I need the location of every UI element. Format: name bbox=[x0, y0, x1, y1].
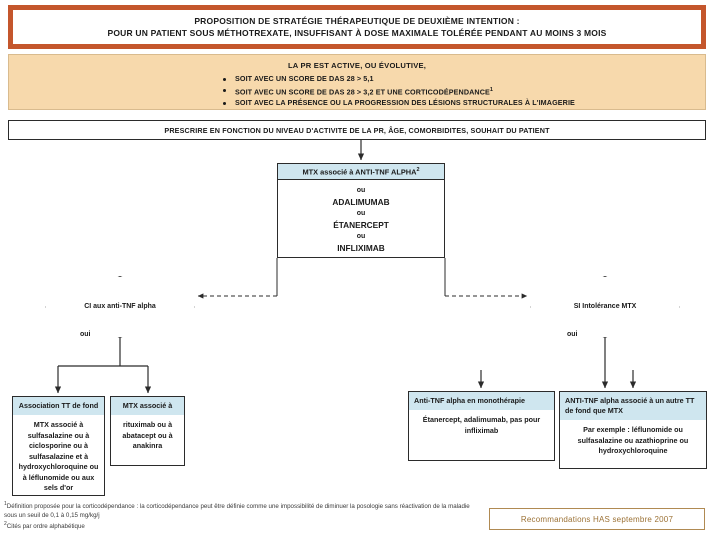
condition-bullet-list: SOIT AVEC UN SCORE DE DAS 28 > 5,1 SOIT … bbox=[9, 73, 705, 109]
header-title: PROPOSITION DE STRATÉGIE THÉRAPEUTIQUE D… bbox=[101, 15, 612, 39]
condition-bullet-2-superscript: 1 bbox=[489, 86, 494, 93]
edge-label-oui-left: oui bbox=[80, 331, 91, 338]
outcome-body-anti-tnf-monotherapie: Étanercept, adalimumab, pas pour inflixi… bbox=[422, 415, 541, 435]
condition-bullet-1: SOIT AVEC UN SCORE DE DAS 28 > 5,1 bbox=[221, 73, 705, 85]
footnotes: 1Définition proposée pour la corticodépe… bbox=[4, 500, 484, 531]
central-connector-ou-1: ou bbox=[356, 187, 366, 195]
outcome-box-association-tt-de-fond: Association TT de fond MTX associé à sul… bbox=[12, 396, 105, 496]
footnote-2-text: Cités par ordre alphabétique bbox=[6, 523, 85, 531]
outcome-body-mtx-rituximab: rituximab ou à abatacept ou à anakinra bbox=[122, 420, 173, 450]
central-treatment-header-superscript: 2 bbox=[416, 167, 420, 173]
condition-bullet-3-text: SOIT AVEC LA PRÉSENCE OU LA PROGRESSION … bbox=[235, 98, 575, 108]
outcome-header-anti-tnf-autre-tt: ANTI-TNF alpha associé à un autre TT de … bbox=[560, 392, 706, 420]
prescribe-bar: PRESCRIRE EN FONCTION DU NIVEAU D'ACTIVI… bbox=[8, 120, 706, 140]
central-treatment-body: ou ADALIMUMAB ou ÉTANERCEPT ou INFLIXIMA… bbox=[278, 180, 444, 254]
outcome-body-association-tt-de-fond: MTX associé à sulfasalazine ou à ciclosp… bbox=[18, 420, 99, 492]
footnote-2: 2Cités par ordre alphabétique bbox=[4, 520, 484, 531]
outcome-header-mtx-rituximab: MTX associé à bbox=[111, 397, 184, 415]
decision-intolerance-mtx: SI Intolérance MTX bbox=[530, 276, 680, 338]
edge-label-oui-right: oui bbox=[567, 331, 578, 338]
outcome-box-mtx-rituximab: MTX associé à rituximab ou à abatacept o… bbox=[110, 396, 185, 466]
central-connector-ou-2: ou bbox=[356, 210, 366, 218]
source-text: Recommandations HAS septembre 2007 bbox=[520, 514, 674, 524]
drug-etanercept: ÉTANERCEPT bbox=[333, 220, 389, 231]
central-treatment-box: MTX associé à ANTI-TNF ALPHA2 ou ADALIMU… bbox=[277, 163, 445, 258]
source-box: Recommandations HAS septembre 2007 bbox=[489, 508, 705, 530]
footnote-2-superscript: 2 bbox=[4, 521, 7, 528]
condition-bullet-2: SOIT AVEC UN SCORE DE DAS 28 > 3,2 ET UN… bbox=[221, 85, 705, 98]
header-banner: PROPOSITION DE STRATÉGIE THÉRAPEUTIQUE D… bbox=[8, 5, 706, 49]
condition-box: LA PR EST ACTIVE, OU ÉVOLUTIVE, SOIT AVE… bbox=[8, 54, 706, 110]
footnote-1: 1Définition proposée pour la corticodépe… bbox=[4, 500, 484, 520]
outcome-header-anti-tnf-monotherapie: Anti-TNF alpha en monothérapie bbox=[409, 392, 554, 410]
condition-bullet-3: SOIT AVEC LA PRÉSENCE OU LA PROGRESSION … bbox=[221, 97, 705, 109]
decision-intolerance-mtx-label: SI Intolérance MTX bbox=[573, 303, 637, 311]
outcome-header-association-tt-de-fond: Association TT de fond bbox=[13, 397, 104, 415]
decision-ci-anti-tnf-label: CI aux anti-TNF alpha bbox=[84, 303, 156, 311]
drug-adalimumab: ADALIMUMAB bbox=[332, 197, 390, 208]
footnote-1-superscript: 1 bbox=[4, 501, 7, 507]
prescribe-text: PRESCRIRE EN FONCTION DU NIVEAU D'ACTIVI… bbox=[164, 125, 550, 135]
central-treatment-header: MTX associé à ANTI-TNF ALPHA2 bbox=[278, 164, 444, 181]
outcome-box-anti-tnf-monotherapie: Anti-TNF alpha en monothérapie Étanercep… bbox=[408, 391, 555, 461]
drug-infliximab: INFLIXIMAB bbox=[337, 243, 385, 254]
footnote-1-text: Définition proposée pour la corticodépen… bbox=[4, 503, 470, 520]
condition-bullet-1-text: SOIT AVEC UN SCORE DE DAS 28 > 5,1 bbox=[235, 74, 374, 83]
central-treatment-header-text: MTX associé à ANTI-TNF ALPHA bbox=[302, 167, 417, 177]
decision-ci-anti-tnf: CI aux anti-TNF alpha bbox=[45, 276, 195, 338]
condition-bullet-2-text: SOIT AVEC UN SCORE DE DAS 28 > 3,2 ET UN… bbox=[235, 86, 490, 96]
condition-title: LA PR EST ACTIVE, OU ÉVOLUTIVE, bbox=[287, 61, 427, 70]
header-title-line1: PROPOSITION DE STRATÉGIE THÉRAPEUTIQUE D… bbox=[194, 16, 520, 26]
central-connector-ou-3: ou bbox=[356, 233, 366, 241]
header-title-line2: POUR UN PATIENT SOUS MÉTHOTREXATE, INSUF… bbox=[107, 28, 607, 38]
outcome-body-anti-tnf-autre-tt: Par exemple : léflunomide ou sulfasalazi… bbox=[577, 425, 689, 455]
outcome-box-anti-tnf-autre-tt: ANTI-TNF alpha associé à un autre TT de … bbox=[559, 391, 707, 469]
